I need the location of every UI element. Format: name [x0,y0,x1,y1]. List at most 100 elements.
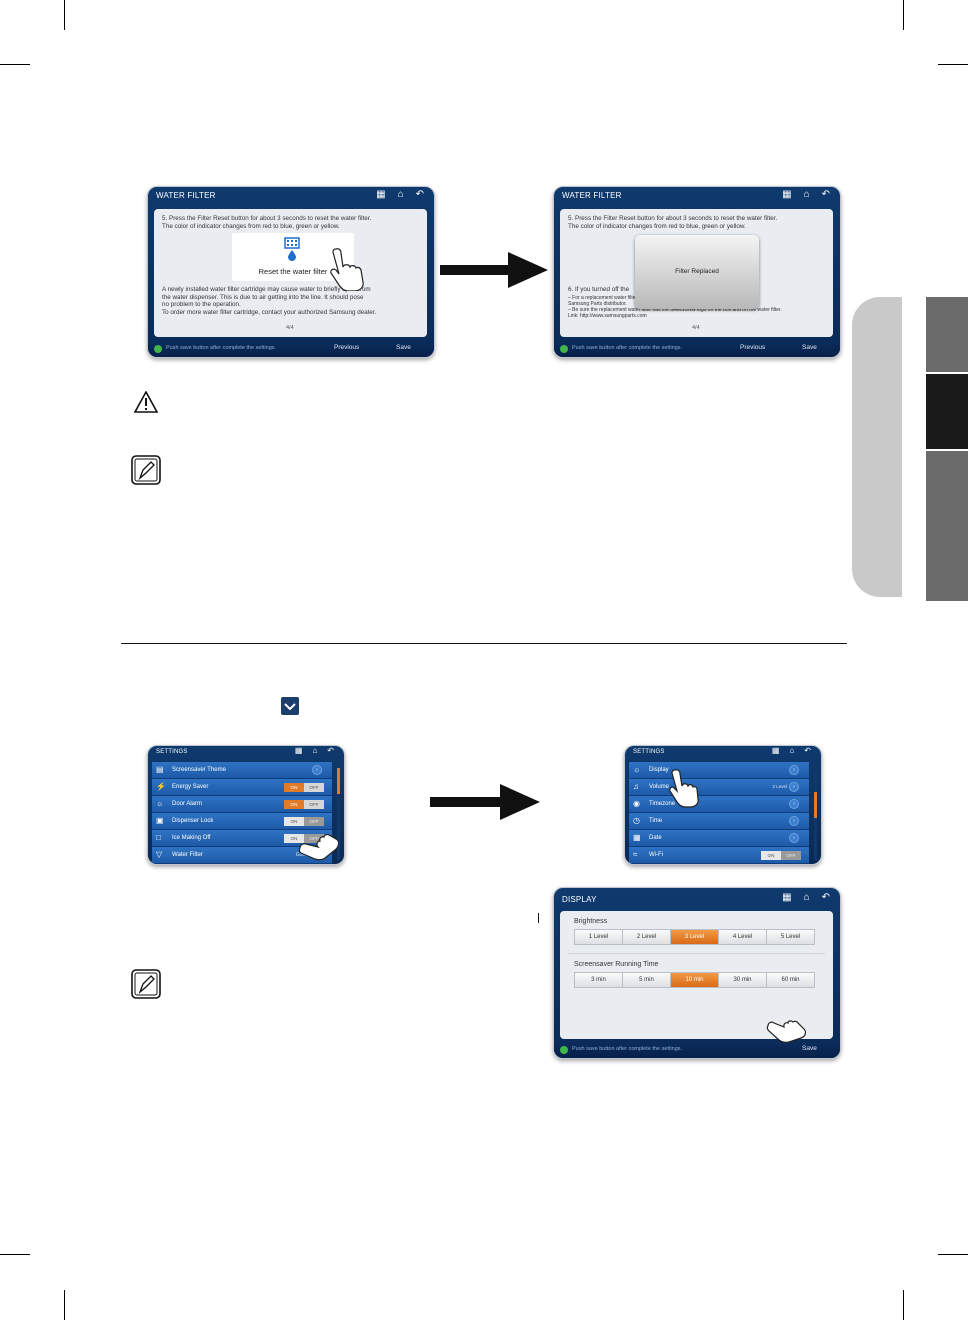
home-icon[interactable]: ⌂ [789,746,795,755]
screensaver-time-option-4[interactable]: 30 min [719,973,767,987]
back-icon[interactable]: ↶ [415,189,424,200]
setting-row-volume[interactable]: ♫ Volume 2 Level › [629,779,809,796]
pointing-hand-icon [766,1020,806,1043]
screen-footer: Push save button after complete the sett… [554,1042,840,1058]
arrow-right-icon [440,252,548,288]
side-tab-2-active [926,374,968,449]
pointing-hand-icon [298,834,338,861]
water-filter-status: Good [295,852,308,858]
setting-label: Door Alarm [172,801,203,807]
chevron-right-icon: › [789,799,799,809]
chevron-right-icon: › [312,765,322,775]
step-6-text: 6. If you turned off the [568,286,630,293]
save-button[interactable]: Save [802,1045,817,1052]
setting-row-screensaver-theme[interactable]: ▤ Screensaver Theme › [152,762,332,779]
screen-title: SETTINGS [633,749,665,755]
display-icon: ☼ [633,765,641,774]
screensaver-time-option-5[interactable]: 60 min [767,973,814,987]
home-icon[interactable]: ⌂ [803,189,810,200]
side-tab-1 [926,297,968,372]
filter-replaced-popup: Filter Replaced [635,235,759,309]
side-tab-background [852,297,902,597]
section-separator [568,953,825,954]
brightness-option-4[interactable]: 4 Level [719,930,767,944]
save-button[interactable]: Save [396,344,411,351]
settings-screen-1: SETTINGS ▦ ⌂ ↶ ▤ Screensaver Theme › ⚡ E… [147,745,345,865]
brightness-option-1[interactable]: 1 Level [575,930,623,944]
footer-hint: Push save button after complete the sett… [572,1046,683,1052]
screen-title: DISPLAY [562,895,597,904]
chevron-down-icon [281,697,299,715]
memo-icon[interactable]: ▦ [782,189,792,200]
back-icon[interactable]: ↶ [821,892,830,903]
home-icon[interactable]: ⌂ [397,189,404,200]
text-cursor-mark [538,913,539,923]
setting-row-date[interactable]: ▦ Date › [629,830,809,847]
setting-row-time[interactable]: ◷ Time › [629,813,809,830]
setting-row-water-filter[interactable]: ▽ Water Filter Good [152,847,332,864]
setting-row-display[interactable]: ☼ Display › [629,762,809,779]
screen-title: WATER FILTER [156,191,216,200]
wifi-icon: ≈ [633,850,638,859]
info-icon [560,1046,568,1054]
scrollbar[interactable] [337,764,340,860]
content-panel: 5. Press the Filter Reset button for abo… [560,209,833,337]
screensaver-time-option-1[interactable]: 3 min [575,973,623,987]
screensaver-time-option-2[interactable]: 5 min [623,973,671,987]
setting-label: Water Filter [172,852,203,858]
screensaver-time-option-3[interactable]: 10 min [671,973,719,987]
home-icon[interactable]: ⌂ [312,746,318,755]
previous-button[interactable]: Previous [740,344,766,351]
setting-row-timezone[interactable]: ◉ Timezone › [629,796,809,813]
save-button[interactable]: Save [802,344,817,351]
water-filter-screen-1: WATER FILTER ▦ ⌂ ↶ 5. Press the Filter R… [147,186,435,358]
previous-button[interactable]: Previous [334,344,360,351]
info-icon [560,345,568,353]
energy-icon: ⚡ [156,782,166,791]
calendar-icon: ▦ [633,833,641,842]
chevron-right-icon: › [789,833,799,843]
step-5-text: 5. Press the Filter Reset button for abo… [162,215,372,230]
footer-hint: Push save button after complete the sett… [166,345,277,351]
home-icon[interactable]: ⌂ [803,892,810,903]
brightness-option-3[interactable]: 3 Level [671,930,719,944]
volume-value: 2 Level [772,784,787,789]
ice-icon: □ [156,833,161,842]
scrollbar[interactable] [814,764,817,860]
memo-icon[interactable]: ▦ [771,746,780,755]
brightness-label: Brightness [574,918,608,925]
footer-hint: Push save button after complete the sett… [572,345,683,351]
filter-info-text: A newly installed water filter cartridge… [162,286,377,316]
memo-icon[interactable]: ▦ [376,189,386,200]
memo-icon[interactable]: ▦ [294,746,303,755]
alarm-icon: ☼ [156,799,164,808]
setting-label: Timezone [649,801,676,807]
back-icon[interactable]: ↶ [327,746,334,755]
pointing-hand-icon [330,248,364,291]
brightness-option-2[interactable]: 2 Level [623,930,671,944]
lock-icon: ▣ [156,816,164,825]
back-icon[interactable]: ↶ [821,189,830,200]
setting-label: Time [649,818,663,824]
page-indicator: 4/4 [286,325,294,331]
content-panel: 5. Press the Filter Reset button for abo… [154,209,427,337]
memo-icon[interactable]: ▦ [782,892,792,903]
settings-screen-2: SETTINGS ▦ ⌂ ↶ ☼ Display › ♫ Volume 2 Le… [624,745,822,865]
back-icon[interactable]: ↶ [804,746,811,755]
brightness-option-5[interactable]: 5 Level [767,930,814,944]
water-filter-icon: ▽ [156,850,163,859]
screen-title: WATER FILTER [562,191,622,200]
filter-reset-icon [284,237,300,261]
